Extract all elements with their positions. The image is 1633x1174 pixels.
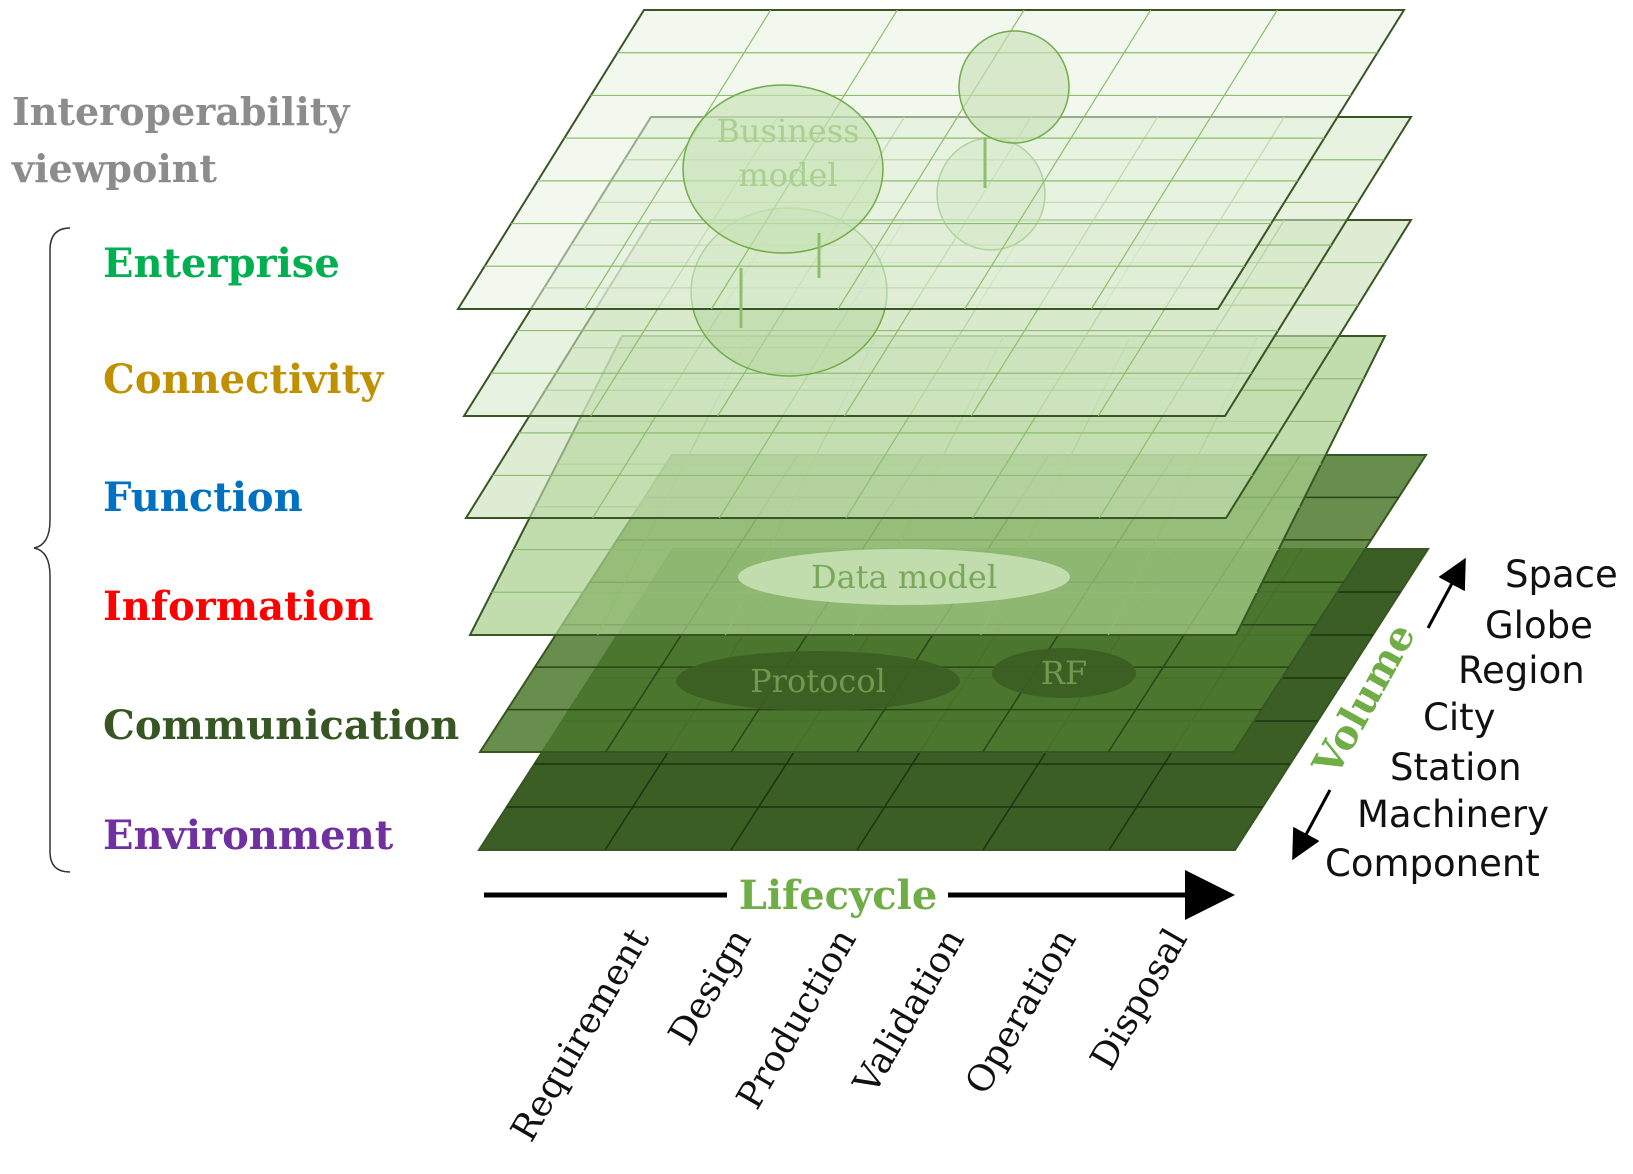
rf-ellipse — [992, 648, 1136, 698]
protocol-ellipse — [676, 651, 960, 711]
business-model-label-line2: model — [738, 156, 837, 194]
diagram-title-line2: viewpoint — [11, 146, 217, 191]
protocol-label: Protocol — [750, 662, 886, 700]
volume-level-machinery: Machinery — [1357, 793, 1549, 836]
lifecycle-stage-operation: Operation — [958, 922, 1085, 1101]
business-model-ellipse — [682, 84, 884, 254]
grid-line — [584, 9, 772, 310]
volume-level-space: Space — [1505, 553, 1618, 596]
volume-level-city: City — [1423, 696, 1496, 739]
volume-level-globe: Globe — [1485, 604, 1593, 647]
volume-level-station: Station — [1390, 746, 1522, 789]
viewpoint-environment: Environment — [103, 812, 394, 859]
lifecycle-stage-validation: Validation — [846, 922, 973, 1101]
enterprise-ellipse-right — [958, 30, 1070, 144]
viewpoint-communication: Communication — [103, 702, 459, 749]
lifecycle-stage-disposal: Disposal — [1083, 922, 1196, 1077]
volume-level-region: Region — [1458, 649, 1585, 692]
viewpoint-enterprise: Enterprise — [103, 240, 340, 287]
viewpoint-connectivity: Connectivity — [103, 356, 385, 403]
volume-arrow-up — [1426, 557, 1466, 629]
volume-level-component: Component — [1325, 842, 1540, 885]
lifecycle-title: Lifecycle — [739, 872, 938, 919]
viewpoint-function: Function — [103, 474, 303, 521]
viewpoint-bracket — [33, 227, 71, 873]
grid-line — [1090, 9, 1278, 310]
rf-label: RF — [1041, 654, 1087, 692]
volume-levels: SpaceGlobeRegionCityStationMachineryComp… — [1325, 553, 1618, 885]
lifecycle-stage-design: Design — [661, 922, 760, 1052]
layer-enterprise: Business model — [456, 9, 1406, 328]
data-model-label: Data model — [811, 558, 997, 596]
data-model-ellipse — [738, 549, 1070, 605]
viewpoint-information: Information — [103, 583, 373, 630]
volume-arrow-down — [1292, 789, 1332, 861]
business-model-label-line1: Business — [716, 112, 859, 150]
diagram-title-line1: Interoperability — [12, 89, 350, 134]
lifecycle-stage-requirement: Requirement — [503, 922, 658, 1149]
grid-line — [964, 9, 1152, 310]
